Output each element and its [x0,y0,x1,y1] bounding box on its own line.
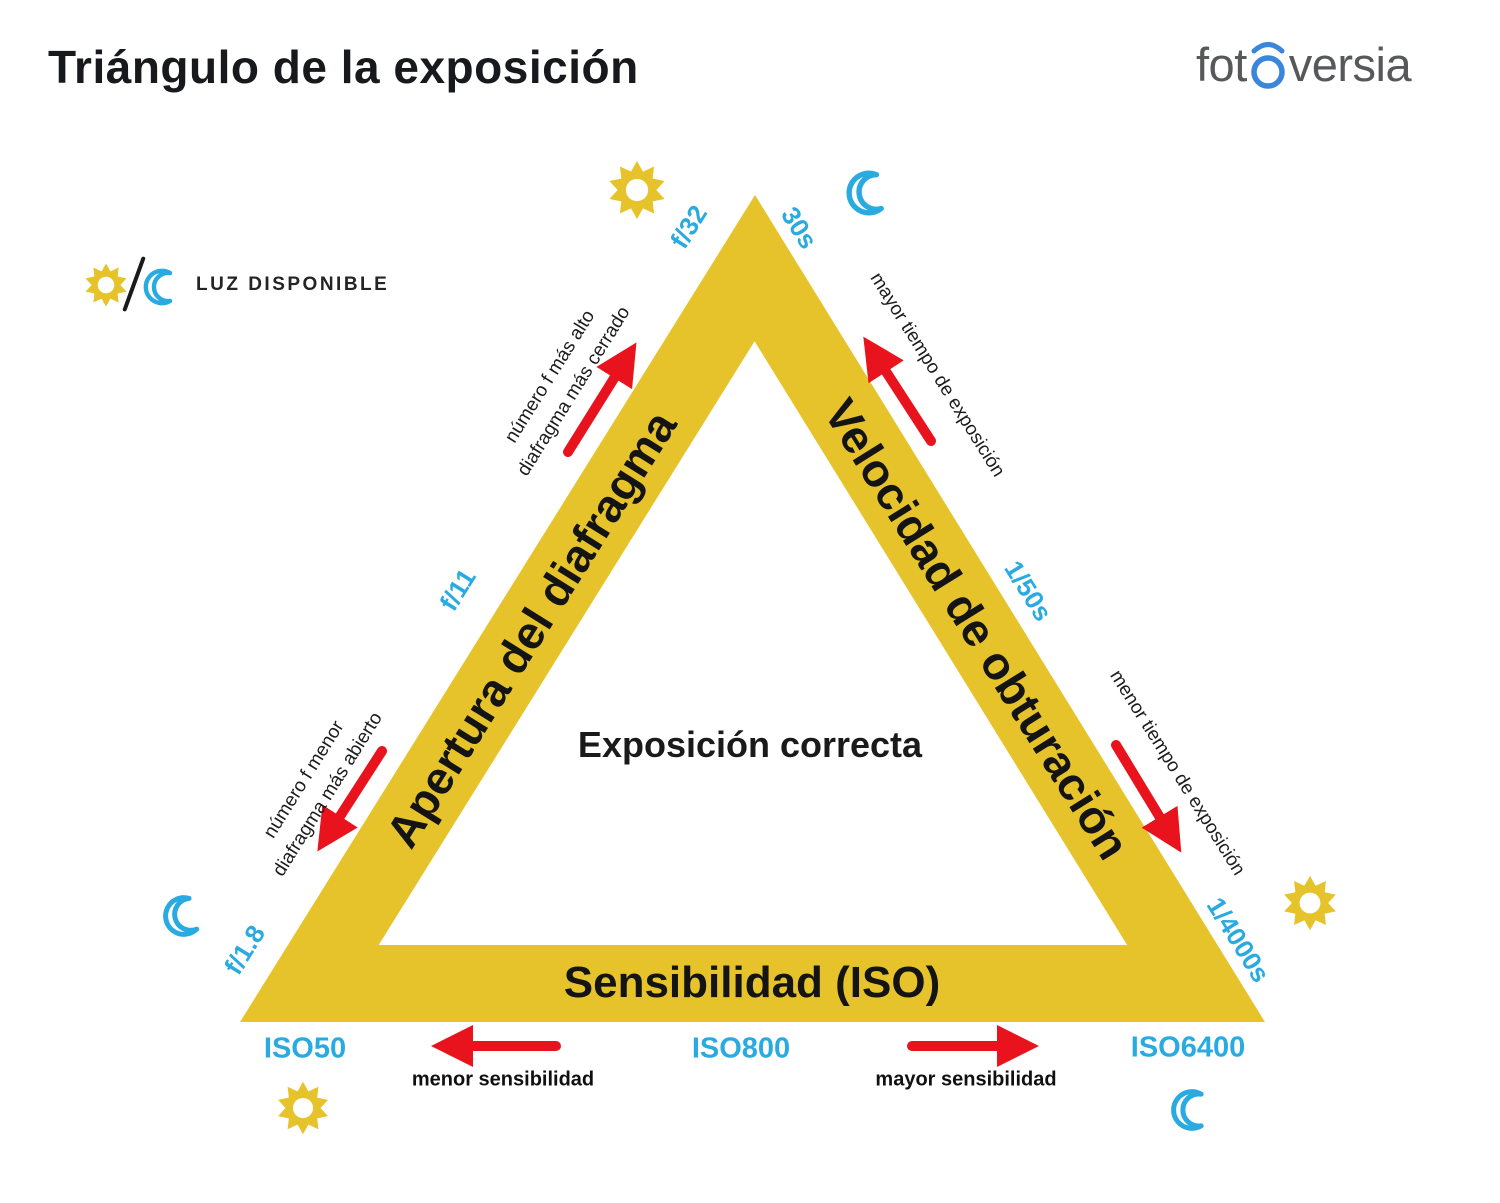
legend-label: LUZ DISPONIBLE [196,274,390,295]
value-iso-mid: ISO800 [691,1032,791,1065]
annotation-iso-left: menor sensibilidad [411,1068,595,1091]
triangle-inner-hole [378,341,1128,945]
sun-icon [1284,875,1336,931]
sun-icon [609,160,665,220]
side-label-iso: Sensibilidad (ISO) [563,958,941,1007]
moon-icon [1167,1085,1217,1135]
moon-icon [839,163,900,224]
center-label: Exposición correcta [577,724,923,765]
value-iso-left: ISO50 [263,1032,347,1065]
arrow-shutter-up [863,336,936,446]
sun-icon [85,263,127,307]
value-iso-right: ISO6400 [1130,1031,1246,1064]
logo-text-left: fot [1196,38,1247,91]
logo-o-icon [1251,42,1285,89]
annotation-iso-right: mayor sensibilidad [875,1068,1057,1091]
brand-logo: fot versia [1196,34,1412,92]
arrow-aperture-up [563,342,637,457]
arrow-shutter-down [1111,740,1182,853]
arrow-aperture-down [317,746,387,852]
sun-icon [278,1081,328,1135]
moon-icon [140,265,184,309]
logo-text-right: versia [1288,38,1412,91]
page-title: Triángulo de la exposición [48,41,639,93]
